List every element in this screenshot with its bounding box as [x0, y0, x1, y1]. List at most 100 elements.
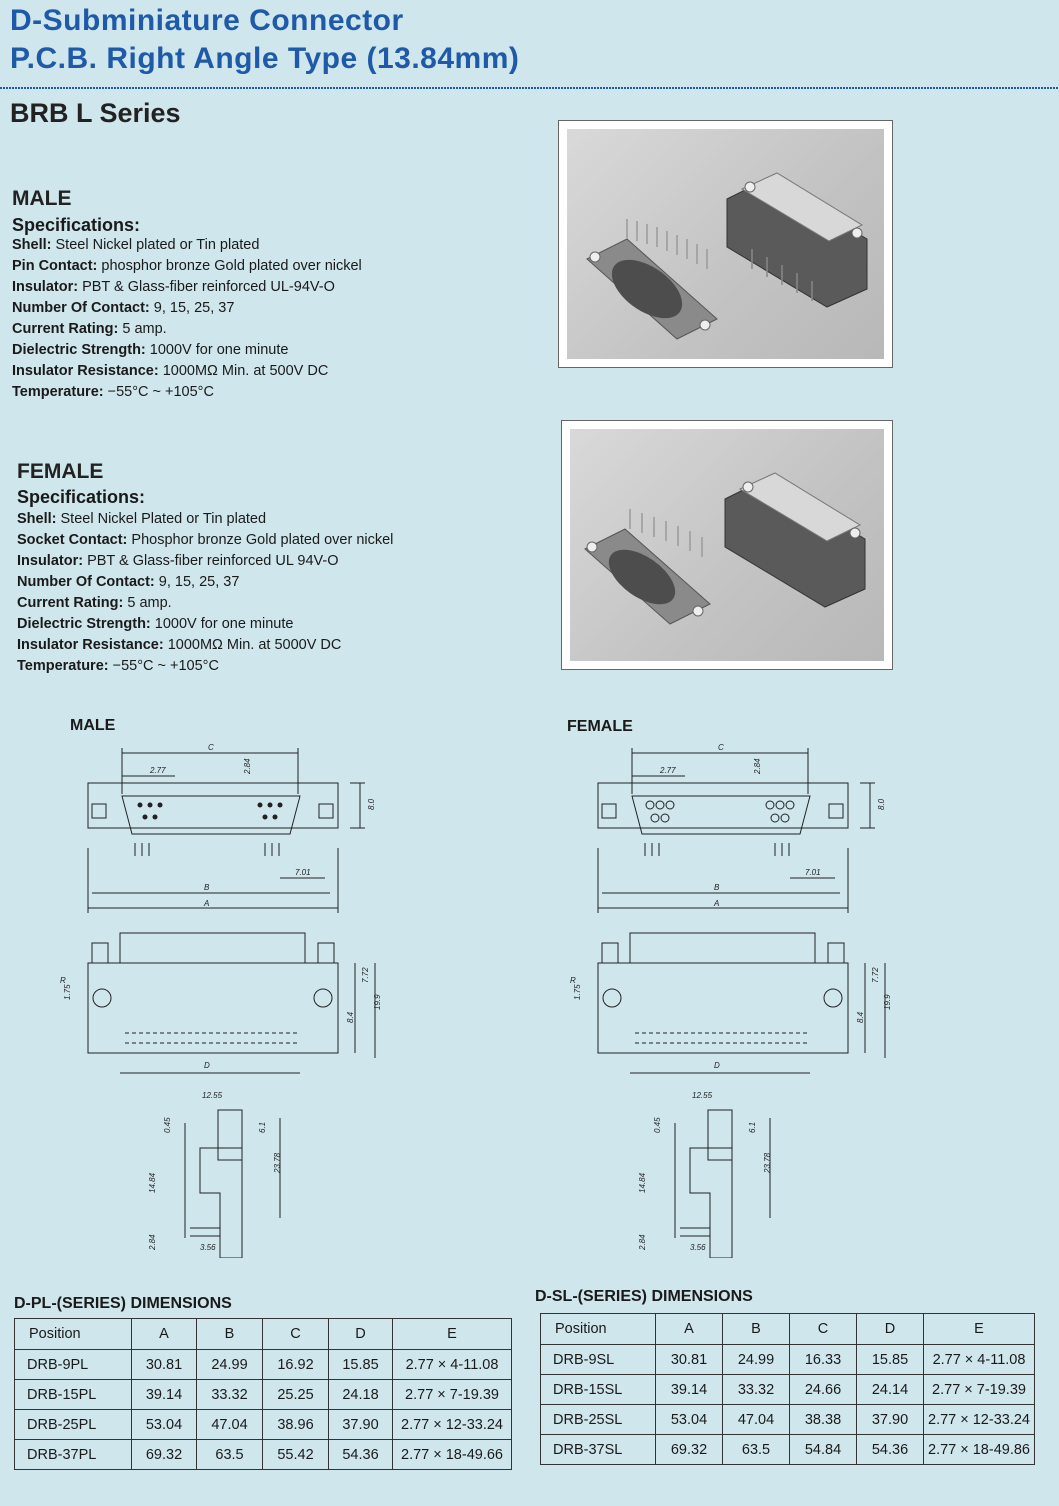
female-spec-title: Specifications:	[17, 487, 146, 507]
table-cell: 63.5	[722, 1434, 790, 1465]
dim-b: B	[204, 883, 210, 892]
series-name: BRB L Series	[10, 98, 181, 128]
female-drawing-label: FEMALE	[567, 718, 633, 735]
table-cell: 16.33	[789, 1344, 857, 1375]
dim-1-75: 1.75	[63, 984, 72, 1000]
dim-r: R	[570, 976, 576, 985]
mount-hole-right	[828, 803, 844, 819]
dim-a: A	[203, 899, 209, 908]
table-cell: 24.14	[856, 1374, 924, 1405]
table-header-row: Position A B C D E	[14, 1318, 512, 1350]
table-row: DRB-9SL 30.81 24.99 16.33 15.85 2.77 × 4…	[540, 1344, 1035, 1375]
table-cell: 2.77 × 7-19.39	[923, 1374, 1035, 1405]
male-spec-title: Specifications:	[12, 215, 141, 235]
spec-row: Dielectric Strength: 1000V for one minut…	[17, 616, 294, 632]
dim-14-84: 14.84	[148, 1172, 157, 1193]
table-cell: 63.5	[196, 1439, 263, 1470]
spec-row: Shell: Steel Nickel Plated or Tin plated	[17, 511, 267, 527]
dim-2-84: 2.84	[638, 1234, 647, 1251]
table-cell: DRB-37PL	[14, 1439, 132, 1470]
column-header: A	[655, 1313, 723, 1345]
dim-12-55: 12.55	[202, 1091, 223, 1100]
dim-d: D	[714, 1061, 720, 1070]
table-cell: DRB-25PL	[14, 1409, 132, 1440]
table-cell: 54.36	[328, 1439, 393, 1470]
dim-8-4: 8.4	[346, 1011, 355, 1023]
table-cell: 24.99	[722, 1344, 790, 1375]
column-header: D	[856, 1313, 924, 1345]
table-row: DRB-37PL 69.32 63.5 55.42 54.36 2.77 × 1…	[14, 1439, 512, 1470]
spec-row: Shell: Steel Nickel plated or Tin plated	[12, 237, 260, 253]
dim-a: A	[713, 899, 719, 908]
table-cell: 24.66	[789, 1374, 857, 1405]
male-connector-shape	[726, 172, 868, 308]
dim-19-9: 19.9	[373, 994, 382, 1010]
table-cell: 39.14	[131, 1379, 197, 1410]
table-cell: 47.04	[196, 1409, 263, 1440]
dim-7-01: 7.01	[295, 868, 311, 877]
table-cell: 54.36	[856, 1434, 924, 1465]
spec-row: Current Rating: 5 amp.	[12, 321, 167, 337]
spec-row: Socket Contact: Phosphor bronze Gold pla…	[17, 532, 394, 548]
sl-dimensions-table: Position A B C D E DRB-9SL 30.81 24.99 1…	[540, 1313, 1035, 1465]
female-dimension-drawing: C 2.77 2.84 8.0 7.01 B A 1.75 R 7.72 8.4…	[570, 743, 892, 1258]
table-cell: 38.96	[262, 1409, 329, 1440]
spec-row: Dielectric Strength: 1000V for one minut…	[12, 342, 289, 358]
table-cell: 15.85	[328, 1349, 393, 1380]
table-cell: 37.90	[856, 1404, 924, 1435]
table-cell: 37.90	[328, 1409, 393, 1440]
dim-3-56: 3.56	[690, 1243, 706, 1252]
female-heading: FEMALE	[17, 460, 104, 483]
column-header: B	[196, 1318, 263, 1350]
spec-row: Pin Contact: phosphor bronze Gold plated…	[12, 258, 362, 274]
dim-0-45: 0.45	[163, 1117, 172, 1133]
spec-row: Insulator Resistance: 1000MΩ Min. at 500…	[12, 363, 329, 379]
dim-23-78: 23.78	[763, 1152, 772, 1174]
table-cell: 53.04	[655, 1404, 723, 1435]
table-header-row: Position A B C D E	[540, 1313, 1035, 1345]
spec-row: Temperature: −55°C ~ +105°C	[12, 384, 214, 400]
shell-outline	[597, 782, 849, 829]
dim-8-4: 8.4	[856, 1011, 865, 1023]
dim-3-56: 3.56	[200, 1243, 216, 1252]
table-row: DRB-15SL 39.14 33.32 24.66 24.14 2.77 × …	[540, 1374, 1035, 1405]
male-connector-photo	[558, 120, 893, 368]
dim-7-72: 7.72	[871, 967, 880, 983]
mount-hole-left	[91, 803, 107, 819]
table-cell: 55.42	[262, 1439, 329, 1470]
table-cell: 38.38	[789, 1404, 857, 1435]
table-cell: 30.81	[655, 1344, 723, 1375]
table-cell: DRB-15PL	[14, 1379, 132, 1410]
column-header: E	[392, 1318, 512, 1350]
table-row: DRB-9PL 30.81 24.99 16.92 15.85 2.77 × 4…	[14, 1349, 512, 1380]
connector-illustration	[584, 472, 866, 625]
male-connector-shape	[724, 472, 866, 608]
d-shape-outline	[121, 795, 301, 835]
dim-12-55: 12.55	[692, 1091, 713, 1100]
dim-8-0: 8.0	[367, 798, 376, 810]
male-heading: MALE	[12, 187, 72, 210]
spec-row: Number Of Contact: 9, 15, 25, 37	[17, 574, 240, 590]
dim-2-77: 2.77	[149, 766, 166, 775]
table-cell: 33.32	[196, 1379, 263, 1410]
table-cell: 30.81	[131, 1349, 197, 1380]
column-header: Position	[14, 1318, 132, 1350]
dim-23-78: 23.78	[273, 1152, 282, 1174]
connector-illustration	[586, 172, 868, 340]
male-spec-list: Shell: Steel Nickel plated or Tin plated…	[12, 235, 362, 403]
page-title: D-Subminiature Connector	[10, 4, 404, 37]
table-cell: 2.77 × 4-11.08	[392, 1349, 512, 1380]
table-row: DRB-15PL 39.14 33.32 25.25 24.18 2.77 × …	[14, 1379, 512, 1410]
page-subtitle: P.C.B. Right Angle Type (13.84mm)	[10, 42, 520, 75]
table-cell: DRB-9PL	[14, 1349, 132, 1380]
table-cell: DRB-25SL	[540, 1404, 656, 1435]
table-cell: DRB-37SL	[540, 1434, 656, 1465]
column-header: Position	[540, 1313, 656, 1345]
pl-dimensions-table: Position A B C D E DRB-9PL 30.81 24.99 1…	[14, 1318, 512, 1470]
pl-table-title: D-PL-(SERIES) DIMENSIONS	[14, 1295, 232, 1312]
table-cell: 15.85	[856, 1344, 924, 1375]
table-cell: 39.14	[655, 1374, 723, 1405]
spec-row: Insulator: PBT & Glass-fiber reinforced …	[17, 553, 339, 569]
dim-14-84: 14.84	[638, 1172, 647, 1193]
column-header: D	[328, 1318, 393, 1350]
